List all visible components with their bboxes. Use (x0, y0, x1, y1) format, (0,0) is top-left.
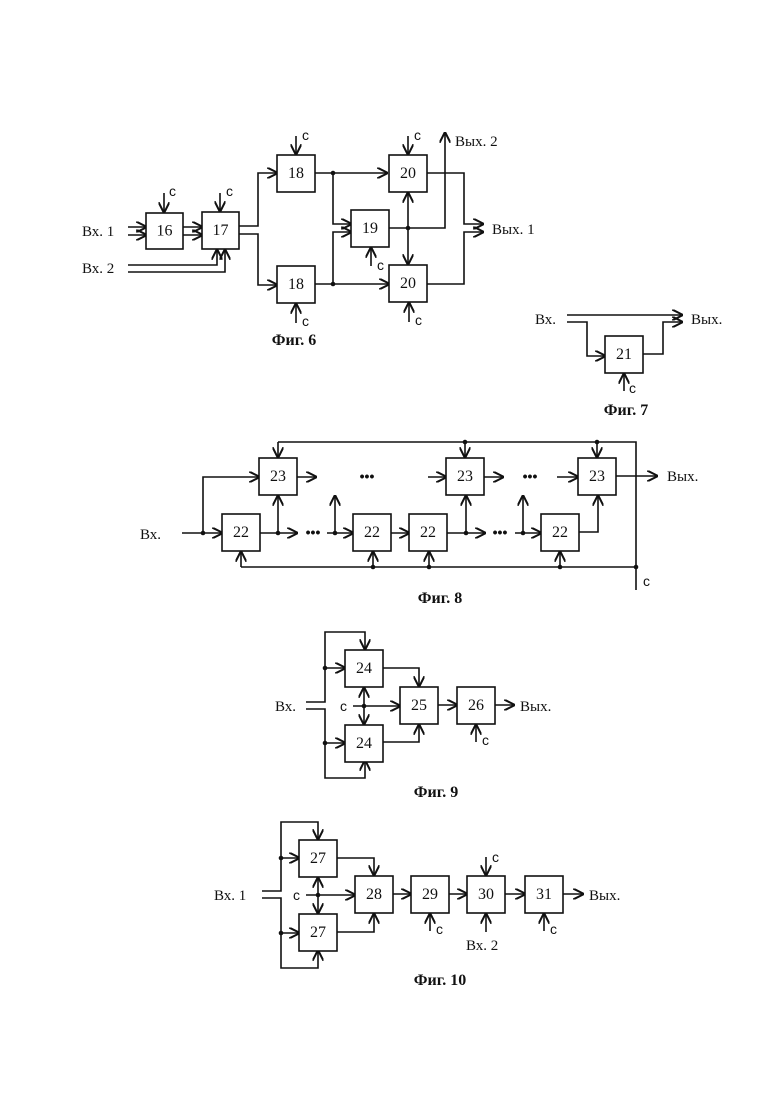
clock-label: c (414, 127, 421, 143)
fig10-block-29-label: 29 (422, 886, 438, 903)
fig10-input-2-label: Вх. 2 (466, 938, 498, 954)
fig8-input-label: Вх. (140, 527, 161, 543)
clock-label: c (415, 312, 422, 328)
fig6-input-2-label: Вх. 2 (82, 261, 114, 277)
fig9-input-label: Вх. (275, 699, 296, 715)
fig6-input-1-label: Вх. 1 (82, 224, 114, 240)
clock-label: c (302, 313, 309, 329)
fig8-block-23-2-label: 23 (457, 468, 473, 485)
fig8-block-22-3-label: 22 (420, 524, 436, 541)
fig9-block-24-top-label: 24 (356, 660, 372, 677)
clock-label: c (492, 849, 499, 865)
fig8-ellipsis: ••• (493, 524, 508, 540)
fig6-block-19-label: 19 (362, 220, 378, 237)
fig9-output-label: Вых. (520, 699, 551, 715)
figure-9: Вх. 24 24 c 25 26 c Вых. Фиг. 9 (275, 632, 551, 801)
clock-label: c (226, 183, 233, 199)
figure-8: c Вх. 23 ••• 23 ••• 23 Вых. 22 ••• (140, 440, 698, 607)
fig8-block-23-1-label: 23 (270, 468, 286, 485)
fig9-block-24-bottom-label: 24 (356, 735, 372, 752)
fig9-signal-line (383, 668, 419, 686)
fig8-ellipsis: ••• (523, 468, 538, 484)
clock-label: c (169, 183, 176, 199)
fig10-input-1-label: Вх. 1 (214, 888, 246, 904)
fig6-output-1-label: Вых. 1 (492, 222, 535, 238)
clock-label: c (629, 380, 636, 396)
fig8-block-22-4-label: 22 (552, 524, 568, 541)
fig8-block-22-1-label: 22 (233, 524, 249, 541)
clock-label: c (293, 887, 300, 903)
fig10-signal-line (337, 914, 374, 932)
clock-label: c (482, 732, 489, 748)
fig10-block-31-label: 31 (536, 886, 552, 903)
fig6-block-17-label: 17 (213, 222, 229, 239)
fig6-bus-line (128, 250, 217, 265)
fig6-signal-line (333, 173, 351, 224)
fig8-caption: Фиг. 8 (418, 590, 462, 607)
junction-dot (634, 565, 639, 570)
clock-label: c (550, 921, 557, 937)
fig6-bus-line (239, 173, 277, 226)
fig6-output-1-line (427, 173, 483, 224)
clock-label: c (436, 921, 443, 937)
fig6-block-16-label: 16 (157, 223, 173, 240)
fig6-block-20-bottom-label: 20 (400, 275, 416, 292)
clock-label: c (643, 573, 650, 589)
fig10-caption: Фиг. 10 (414, 972, 466, 989)
clock-label: c (377, 257, 384, 273)
fig7-output-label: Вых. (691, 312, 722, 328)
fig8-block-22-2-label: 22 (364, 524, 380, 541)
figure-7: Вх. 21 c Вых. Фиг. 7 (535, 312, 722, 419)
clock-label: c (340, 698, 347, 714)
fig9-signal-line (383, 725, 419, 742)
figure-6: Вх. 1 Вх. 2 16 c 17 c 18 c 18 c (82, 127, 535, 349)
fig7-signal-line (643, 322, 682, 354)
fig8-signal-line (579, 496, 598, 532)
fig10-output-label: Вых. (589, 888, 620, 904)
fig10-block-30-label: 30 (478, 886, 494, 903)
fig6-block-18-top-label: 18 (288, 165, 304, 182)
fig6-signal-line (333, 232, 351, 284)
fig7-block-21-label: 21 (616, 346, 632, 363)
fig7-input-label: Вх. (535, 312, 556, 328)
fig9-block-26-label: 26 (468, 697, 484, 714)
fig6-caption: Фиг. 6 (272, 332, 316, 349)
fig7-signal-line (567, 322, 605, 356)
fig10-signal-line (337, 858, 374, 875)
fig10-block-27-top-label: 27 (310, 850, 326, 867)
fig10-block-28-label: 28 (366, 886, 382, 903)
fig8-ellipsis: ••• (360, 468, 375, 484)
fig8-block-23-3-label: 23 (589, 468, 605, 485)
fig9-caption: Фиг. 9 (414, 784, 458, 801)
fig8-ellipsis: ••• (306, 524, 321, 540)
fig6-block-20-top-label: 20 (400, 165, 416, 182)
fig6-bus-line (239, 234, 277, 285)
fig6-bus-line (128, 250, 225, 272)
fig9-block-25-label: 25 (411, 697, 427, 714)
fig7-caption: Фиг. 7 (604, 402, 648, 419)
fig10-block-27-bottom-label: 27 (310, 924, 326, 941)
clock-label: c (302, 127, 309, 143)
fig6-output-1-line (427, 232, 483, 284)
figure-10: Вх. 1 27 27 c 28 29 c 30 c (214, 822, 620, 989)
fig8-output-label: Вых. (667, 469, 698, 485)
fig6-block-18-bottom-label: 18 (288, 276, 304, 293)
fig6-output-2-label: Вых. 2 (455, 134, 498, 150)
